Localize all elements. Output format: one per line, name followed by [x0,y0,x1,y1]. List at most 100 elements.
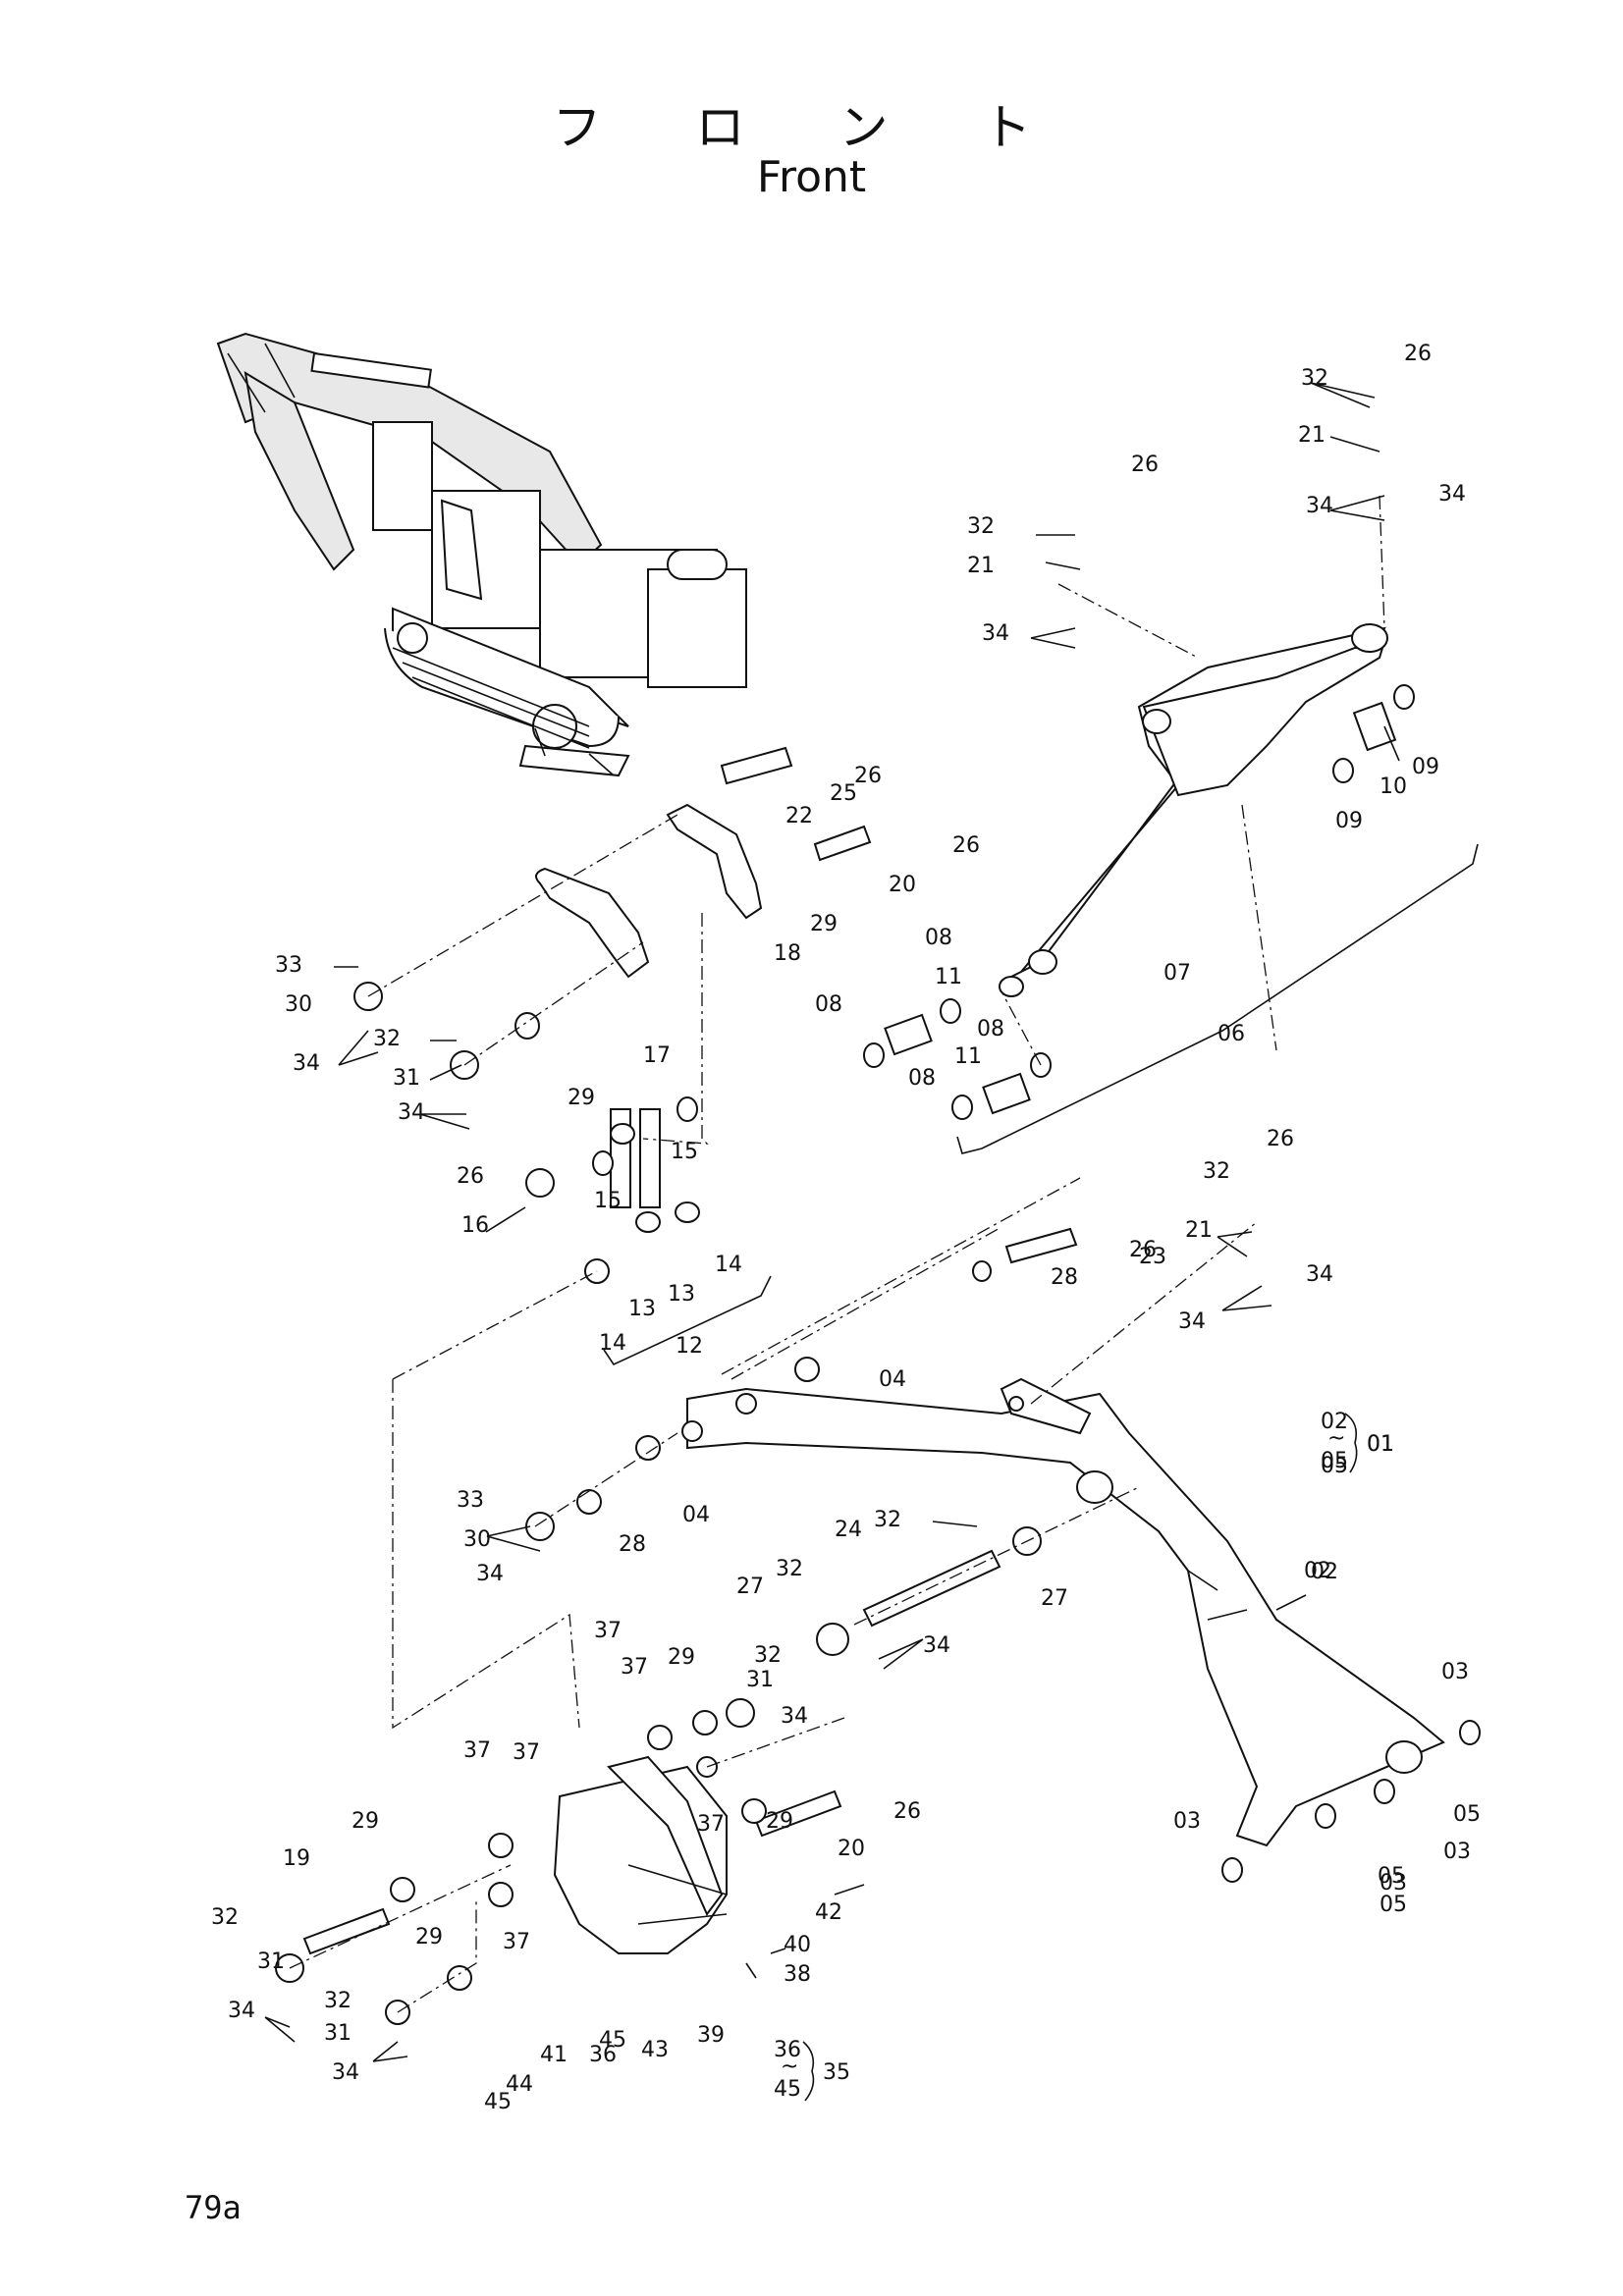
pin-20 [813,825,872,862]
part-label: 18 [774,941,801,966]
part-label: 45 [599,2028,626,2053]
part-label: 03 [1380,1871,1407,1896]
bushes [275,684,1481,2025]
part-label: 15 [671,1140,698,1164]
part-label: 10 [1380,774,1407,799]
pin-19 [302,1907,391,1955]
part-label: 32 [874,1508,901,1532]
part-label: 14 [599,1331,626,1356]
range-01-to: 05 [1321,1449,1348,1473]
part-label: 32 [324,1989,352,2013]
part-label: 34 [982,621,1009,646]
range-35-group: 35 [823,2060,850,2085]
part-label: 42 [815,1900,842,1925]
part-label: 26 [1129,1238,1157,1262]
range-35-tilde: ~ [781,2055,798,2079]
part-label: 26 [1131,453,1159,477]
range-01-group: 01 [1367,1432,1394,1457]
part-label: 36 [589,2043,617,2067]
part-label: 34 [1306,1262,1333,1287]
part-label: 29 [568,1086,595,1110]
part-label: 43 [641,2038,669,2062]
part-label: 37 [621,1655,648,1680]
part-label: 05 [1378,1864,1405,1889]
part-label: 09 [1335,809,1363,833]
part-label: 34 [332,2060,359,2085]
part-label: 30 [463,1527,491,1552]
part-label: 37 [594,1619,622,1643]
part-label: 08 [815,992,842,1017]
pin-20b [754,1789,842,1838]
part-label: 14 [715,1253,742,1277]
part-label: 31 [393,1066,420,1091]
part-label: 05 [1453,1802,1481,1827]
part-label: 19 [283,1846,310,1871]
part-label: 37 [503,1930,530,1954]
part-label: 22 [785,804,813,828]
excavator-illustration [216,332,747,777]
part-label: 17 [643,1043,671,1068]
part-label: 03 [1443,1840,1471,1864]
part-label: 25 [830,781,857,806]
part-label: 37 [513,1740,540,1765]
part-label: 21 [1298,423,1325,448]
bucket-36 [553,1755,728,1954]
part-label: 13 [628,1297,656,1321]
part-label: 34 [1306,494,1333,518]
part-label: 21 [967,554,995,578]
pin-23 [1004,1227,1078,1264]
part-label: 28 [1051,1265,1078,1290]
boom-02 [681,1377,1445,1847]
assembly-lines [289,495,1385,2013]
part-label: 34 [781,1704,808,1729]
part-label: 04 [682,1503,710,1527]
part-label: 31 [257,1949,285,1974]
part-label: 03 [1173,1809,1201,1834]
part-label: 30 [285,992,312,1017]
part-label: 26 [457,1164,484,1189]
part-label: 29 [415,1925,443,1949]
part-label: 21 [1185,1218,1213,1243]
part-label: 32 [1203,1159,1230,1184]
arm-07 [999,623,1388,997]
part-label: 39 [697,2023,725,2048]
part-label: 34 [476,1562,504,1586]
part-label: 29 [766,1809,793,1834]
range-note-01: 02 ~ 05 01 [1321,1410,1394,1473]
part-label: 29 [810,912,838,936]
part-label: 34 [1178,1309,1206,1334]
range-35-to: 45 [774,2077,801,2102]
part-label: 23 [1139,1245,1166,1269]
range-01-from: 02 [1321,1410,1348,1434]
part-label: 12 [676,1334,703,1359]
part-label: 29 [352,1809,379,1834]
part-label: 27 [1041,1586,1068,1611]
title-english: Front [756,152,867,202]
part-label: 02 [1311,1560,1338,1584]
part-label: 34 [1438,482,1466,507]
part-label: 08 [925,926,952,950]
range-01-tilde: ~ [1327,1426,1345,1451]
part-label: 38 [784,1962,811,1987]
part-label: 20 [889,873,916,897]
part-label: 05 [1380,1893,1407,1917]
part-label: 20 [838,1837,865,1861]
part-label: 26 [1404,342,1432,366]
part-label: 45 [484,2090,512,2114]
part-label: 29 [668,1645,695,1670]
part-label: 31 [746,1668,774,1692]
part-label: 32 [754,1643,782,1668]
part-label: 26 [893,1799,921,1824]
part-label: 24 [835,1518,862,1542]
part-label: 28 [619,1532,646,1557]
page-number: 79a [185,2189,242,2226]
part-label: 32 [373,1027,401,1051]
part-label: 32 [967,514,995,539]
link-18 [666,803,763,920]
part-label: 09 [1412,755,1439,779]
part-label: 40 [784,1933,811,1957]
part-label: 37 [697,1812,725,1837]
part-label: 01 [1367,1432,1394,1457]
part-label: 08 [977,1017,1004,1041]
part-label: 08 [908,1066,936,1091]
